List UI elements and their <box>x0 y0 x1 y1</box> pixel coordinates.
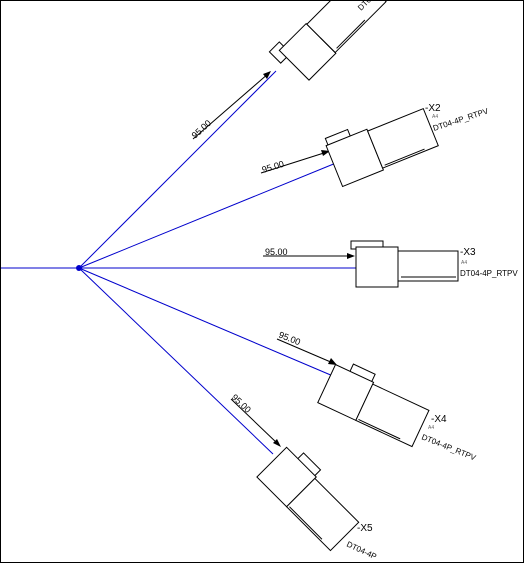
connector-x4-ref: -X4 <box>431 414 447 425</box>
connector-x2-pin: A4 <box>432 114 438 120</box>
connector-1-divider <box>319 37 336 53</box>
connector-1[interactable] <box>268 1 387 86</box>
connector-x5-housing <box>285 477 360 552</box>
connector-x3-pin: A4 <box>461 260 467 266</box>
connector-x4[interactable] <box>317 357 433 448</box>
connector-x2-ref: -X2 <box>425 103 441 114</box>
connector-x4-part: DT04-4P_RTPV <box>420 433 477 463</box>
dimension-line-1 <box>192 72 270 140</box>
wire-to-x2[interactable] <box>78 162 337 269</box>
connector-x3-body <box>355 246 399 288</box>
connector-x3-ref: -X3 <box>460 247 476 258</box>
dimension-arrow-4 <box>328 358 337 365</box>
connector-1-ridge <box>336 19 366 49</box>
connector-x2-part: DT04-4P_RTPV <box>432 106 490 133</box>
dimension-arrow-2 <box>321 150 330 156</box>
wire-to-x4[interactable] <box>78 267 334 377</box>
wire-to-x5[interactable] <box>78 267 274 455</box>
connector-x3-housing <box>397 250 459 282</box>
wire-to-connector-1[interactable] <box>78 70 277 269</box>
dimension-line-2 <box>260 151 328 174</box>
splice-node[interactable] <box>76 265 82 271</box>
connector-x2-housing <box>367 107 439 169</box>
connector-x5-ref: -X5 <box>357 523 373 534</box>
dimension-arrow-3 <box>347 253 355 259</box>
connector-1-part: DT0 <box>356 1 373 12</box>
connector-x4-housing <box>355 383 430 448</box>
dimension-arrow-1 <box>263 71 271 79</box>
connector-x5[interactable] <box>256 442 366 552</box>
dimension-line-5 <box>230 398 279 445</box>
dimension-arrow-5 <box>273 439 281 447</box>
connector-x2[interactable] <box>323 100 439 188</box>
connector-x3[interactable] <box>350 240 459 288</box>
dimension-line-4 <box>276 338 334 364</box>
connector-x3-part: DT04-4P_RTPV <box>460 269 518 278</box>
dimension-label-5: 95.00 <box>230 392 253 415</box>
connector-x5-part: DT04-4P <box>345 540 378 562</box>
wires <box>1 70 356 455</box>
dimension-label-2: 95.00 <box>261 159 285 175</box>
dimension-label-3: 95.00 <box>265 247 288 257</box>
connector-x5-ridge <box>289 506 323 540</box>
connector-x4-pin: A4 <box>428 425 434 431</box>
connector-x4-ridge <box>358 418 401 440</box>
connector-x2-ridge <box>384 148 425 166</box>
